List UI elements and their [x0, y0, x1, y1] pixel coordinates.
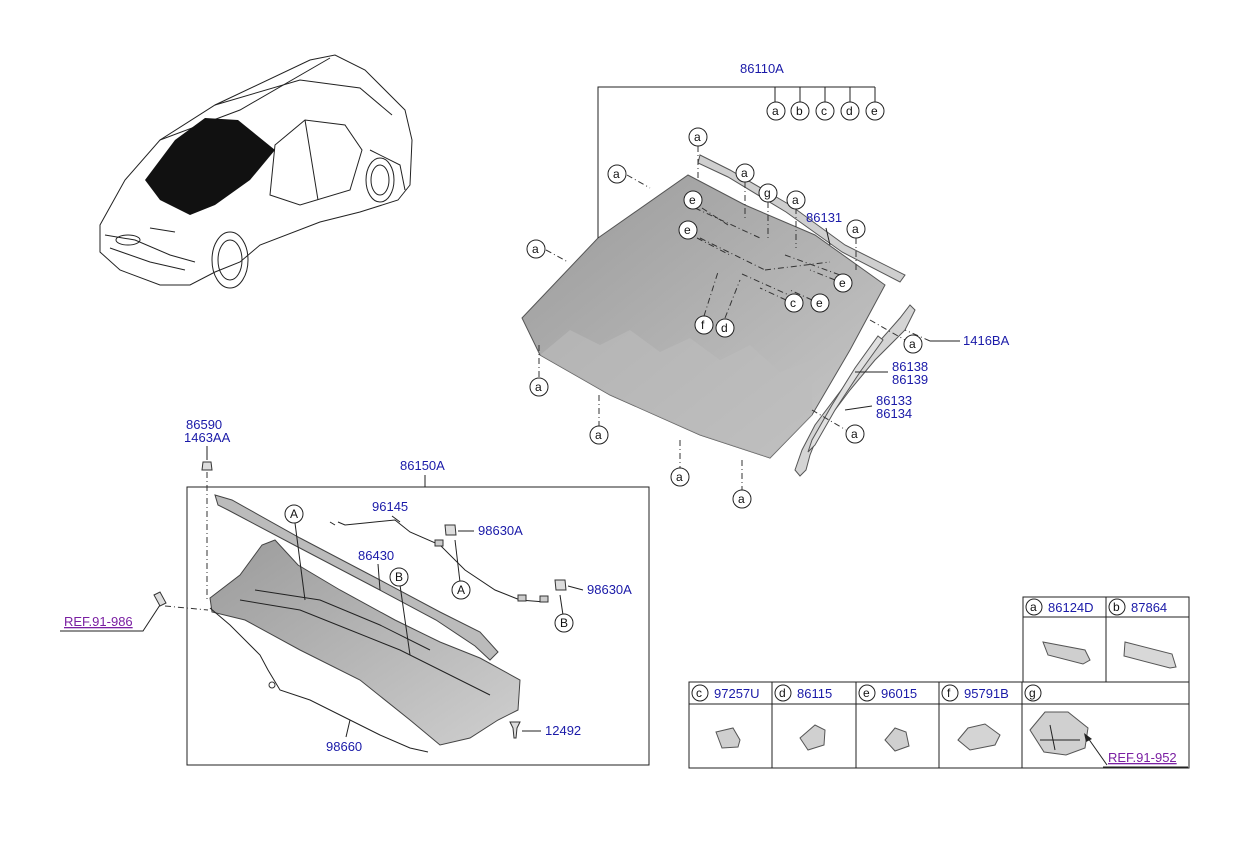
svg-text:e: e — [684, 223, 691, 237]
svg-text:e: e — [863, 686, 870, 700]
legend-part-95791B: 95791B — [964, 686, 1009, 701]
svg-text:a: a — [909, 337, 916, 351]
svg-text:e: e — [689, 193, 696, 207]
legend-table: a 86124D b 87864 c 97257U d 86115 e 9601… — [688, 596, 1190, 769]
assembly-letter-callouts: a b c d e — [766, 101, 885, 121]
svg-text:e: e — [871, 104, 878, 118]
legend-part-86124D: 86124D — [1048, 600, 1094, 615]
part-number-86138: 86138 — [892, 359, 928, 374]
svg-text:f: f — [701, 318, 705, 332]
legend-part-86115: 86115 — [797, 686, 832, 701]
nozzle-icon — [444, 524, 457, 536]
svg-text:g: g — [764, 186, 771, 200]
part-number-86131: 86131 — [806, 210, 842, 225]
reference-link-left[interactable]: REF.91-986 — [64, 614, 133, 629]
svg-text:a: a — [741, 166, 748, 180]
part-number-1416BA: 1416BA — [963, 333, 1010, 348]
svg-text:a: a — [694, 130, 701, 144]
svg-text:a: a — [532, 242, 539, 256]
screw-icon — [509, 721, 521, 739]
svg-text:f: f — [947, 686, 951, 700]
windshield-assembly-number: 86110A — [740, 61, 784, 76]
svg-text:a: a — [1030, 600, 1037, 614]
part-number-96145: 96145 — [372, 499, 408, 514]
cowl-section-frame — [186, 486, 650, 766]
part-number-1463AA: 1463AA — [184, 430, 231, 445]
svg-text:b: b — [1113, 600, 1120, 614]
car-illustration-icon — [99, 54, 413, 289]
cowl-top-strip — [214, 494, 499, 661]
svg-text:c: c — [821, 104, 827, 118]
svg-text:A: A — [290, 507, 298, 521]
svg-text:B: B — [560, 616, 568, 630]
part-number-86430: 86430 — [358, 548, 394, 563]
cover-g-icon — [1029, 711, 1089, 756]
svg-text:A: A — [457, 583, 465, 597]
svg-text:g: g — [1029, 686, 1036, 700]
svg-text:d: d — [846, 104, 853, 118]
cowl-assembly-number: 86150A — [400, 458, 445, 473]
svg-text:b: b — [796, 104, 803, 118]
svg-text:a: a — [738, 492, 745, 506]
svg-text:e: e — [839, 276, 846, 290]
side-moulding — [794, 304, 916, 477]
cowl-callouts: A B A B — [284, 504, 574, 656]
part-number-98630A-1: 98630A — [478, 523, 523, 538]
svg-text:d: d — [721, 321, 728, 335]
cowl-cover-panel — [209, 539, 521, 746]
svg-text:e: e — [816, 296, 823, 310]
legend-part-97257U: 97257U — [714, 686, 760, 701]
svg-text:d: d — [779, 686, 786, 700]
part-number-98660: 98660 — [326, 739, 362, 754]
pad-87864-icon — [1123, 641, 1177, 669]
svg-text:a: a — [613, 167, 620, 181]
svg-text:a: a — [535, 380, 542, 394]
svg-text:a: a — [852, 222, 859, 236]
side-trim — [807, 335, 884, 453]
svg-text:a: a — [792, 193, 799, 207]
legend-part-87864: 87864 — [1131, 600, 1167, 615]
clip-96015-icon — [884, 727, 910, 752]
legend-part-96015: 96015 — [881, 686, 917, 701]
svg-text:c: c — [790, 296, 796, 310]
svg-text:B: B — [395, 570, 403, 584]
reference-link-legend[interactable]: REF.91-952 — [1108, 750, 1177, 765]
part-number-86590: 86590 — [186, 417, 222, 432]
part-number-12492: 12492 — [545, 723, 581, 738]
clip-86115-icon — [799, 724, 826, 751]
part-number-98630A-2: 98630A — [587, 582, 632, 597]
clip-icon — [201, 461, 213, 471]
bracket-95791B-icon — [957, 723, 1001, 751]
svg-text:a: a — [851, 427, 858, 441]
svg-text:a: a — [676, 470, 683, 484]
part-number-86133: 86133 — [876, 393, 912, 408]
windshield-callouts: a a a a a a a a a a a a e e e e g c f d — [526, 127, 923, 509]
clip-86124D-icon — [1042, 641, 1091, 665]
clip-97257U-icon — [715, 727, 741, 749]
windshield-shading — [540, 330, 812, 458]
part-number-86134: 86134 — [876, 406, 912, 421]
svg-text:a: a — [595, 428, 602, 442]
part-number-86139: 86139 — [892, 372, 928, 387]
nozzle-icon — [554, 579, 567, 591]
svg-text:c: c — [696, 686, 702, 700]
svg-text:a: a — [772, 104, 779, 118]
